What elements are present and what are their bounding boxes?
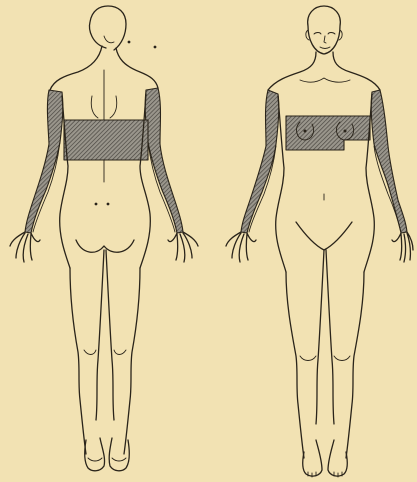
front-eyes — [314, 33, 335, 35]
front-head — [308, 6, 341, 54]
front-neck-left — [268, 52, 316, 90]
back-leg-inner — [96, 250, 114, 420]
back-scapula-right — [110, 96, 117, 118]
front-nose — [324, 36, 326, 43]
front-right-foot — [328, 440, 347, 476]
back-heel-left — [88, 458, 102, 461]
front-left-leg-outer — [286, 272, 304, 458]
back-right-leg-outer — [124, 268, 140, 454]
back-dimple-left — [95, 203, 98, 206]
back-buttocks — [76, 240, 134, 252]
front-right-arm-shading — [371, 90, 407, 233]
back-view-figure — [10, 6, 198, 471]
back-neck-left — [50, 46, 102, 90]
back-head — [90, 6, 126, 50]
front-knee-lines — [300, 356, 350, 361]
back-scapula-left — [91, 96, 98, 118]
back-upper-band-shading — [64, 120, 148, 160]
front-mouth — [320, 47, 330, 49]
back-hair-line — [104, 36, 114, 43]
front-view-figure — [226, 6, 413, 477]
front-chest-band-shading — [286, 116, 370, 150]
front-right-leg-outer — [346, 272, 364, 458]
back-knee-lines — [84, 350, 126, 355]
back-left-foot — [85, 438, 105, 471]
front-left-foot — [303, 440, 322, 476]
back-heel-right — [112, 458, 126, 461]
front-right-hand — [392, 232, 413, 262]
front-nipple-left — [304, 130, 307, 133]
front-left-hand — [226, 232, 256, 262]
front-leg-inner — [316, 250, 334, 424]
back-left-leg-outer — [70, 268, 86, 454]
front-pelvis — [296, 222, 352, 250]
back-mark-1 — [128, 41, 131, 44]
back-neck-right — [116, 48, 158, 88]
front-nipple-right — [344, 130, 347, 133]
front-clavicle — [300, 78, 350, 82]
back-mark-2 — [154, 46, 157, 49]
back-left-hand — [10, 232, 40, 262]
front-neck-right — [333, 52, 380, 90]
back-right-hand — [168, 232, 198, 262]
back-dimple-right — [107, 203, 110, 206]
back-right-foot — [109, 438, 129, 471]
